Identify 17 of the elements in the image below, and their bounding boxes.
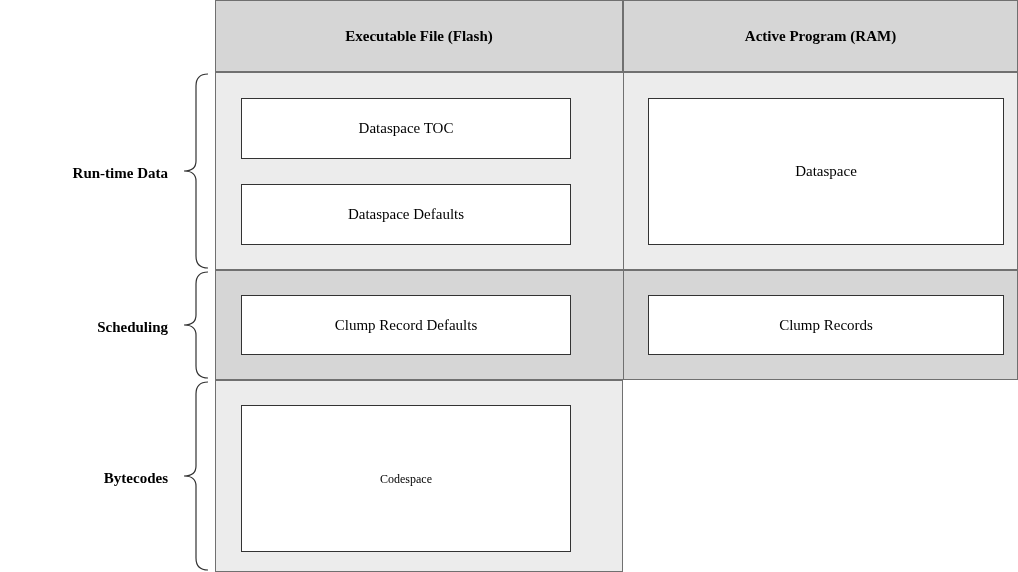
row-label: Bytecodes xyxy=(103,469,168,488)
memory-block xyxy=(648,98,1004,245)
memory-block xyxy=(241,184,571,245)
block-label: Dataspace TOC xyxy=(358,119,454,139)
column-header: Executable File (Flash) xyxy=(215,0,623,72)
row-label: Run-time Data xyxy=(72,164,168,183)
memory-block xyxy=(241,98,571,159)
block-label: Dataspace xyxy=(795,162,857,182)
memory-block xyxy=(241,295,571,355)
row-label: Scheduling xyxy=(97,318,168,337)
column-header: Active Program (RAM) xyxy=(623,0,1018,72)
block-label: Clump Record Defaults xyxy=(334,315,478,335)
block-label: Dataspace Defaults xyxy=(347,205,465,225)
block-label: Codespace xyxy=(380,470,432,488)
memory-block xyxy=(241,405,571,552)
memory-block xyxy=(648,295,1004,355)
block-label: Clump Records xyxy=(779,315,873,335)
